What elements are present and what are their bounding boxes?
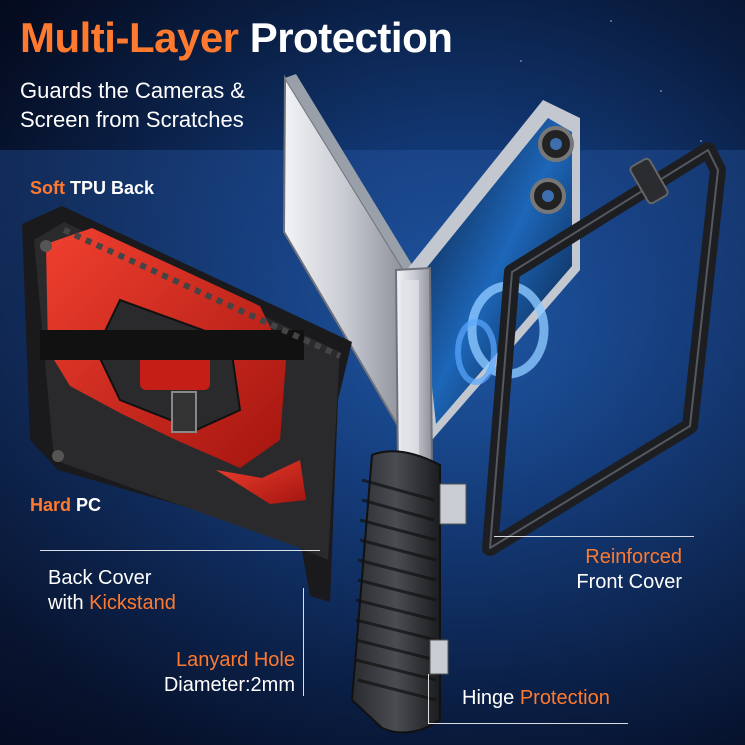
callout-line-back-cover xyxy=(40,550,320,551)
label-lanyard-hole: Lanyard Hole Diameter:2mm xyxy=(145,648,295,698)
callout-line-lanyard xyxy=(303,588,304,696)
callout-line-hinge-h xyxy=(428,723,628,724)
label-hinge-prefix: Hinge xyxy=(462,687,520,709)
label-hinge-accent: Protection xyxy=(519,687,610,709)
label-lanyard-line-1: Lanyard Hole xyxy=(176,649,295,671)
label-back-cover: Back Cover with Kickstand xyxy=(48,566,176,616)
label-soft-tpu-back: Soft TPU Back xyxy=(30,178,154,199)
label-soft-accent: Soft xyxy=(30,178,65,198)
label-front-cover: Reinforced Front Cover xyxy=(530,545,682,595)
frame-buttons xyxy=(629,157,669,205)
label-hard-rest: PC xyxy=(71,495,102,515)
hinge-protector xyxy=(350,450,467,734)
phone-screen-panel xyxy=(405,100,580,440)
label-hard-pc: Hard PC xyxy=(30,495,101,516)
subtitle: Guards the Cameras & Screen from Scratch… xyxy=(20,76,320,134)
front-cover-frame xyxy=(482,142,726,556)
label-lanyard-line-2: Diameter:2mm xyxy=(163,674,295,696)
label-front-cover-line-1: Reinforced xyxy=(585,546,682,568)
label-hard-accent: Hard xyxy=(30,495,72,515)
label-kickstand-accent: Kickstand xyxy=(89,592,176,614)
callout-line-hinge xyxy=(428,674,429,724)
back-cover xyxy=(22,206,352,602)
page-title: Multi-Layer Protection xyxy=(20,14,453,62)
callout-line-front-cover xyxy=(494,536,694,537)
title-accent: Multi-Layer xyxy=(20,14,239,61)
label-front-cover-line-2: Front Cover xyxy=(576,571,682,593)
label-soft-rest: TPU Back xyxy=(65,178,155,198)
label-back-cover-prefix: with xyxy=(48,592,90,614)
title-main: Protection xyxy=(249,14,453,61)
label-hinge-protection: Hinge Protection xyxy=(462,686,610,711)
subtitle-line-2: Screen from Scratches xyxy=(20,107,244,132)
subtitle-line-1: Guards the Cameras & xyxy=(20,78,245,103)
label-back-cover-line-1: Back Cover xyxy=(48,567,152,589)
phone-hinge-rail xyxy=(394,266,434,474)
